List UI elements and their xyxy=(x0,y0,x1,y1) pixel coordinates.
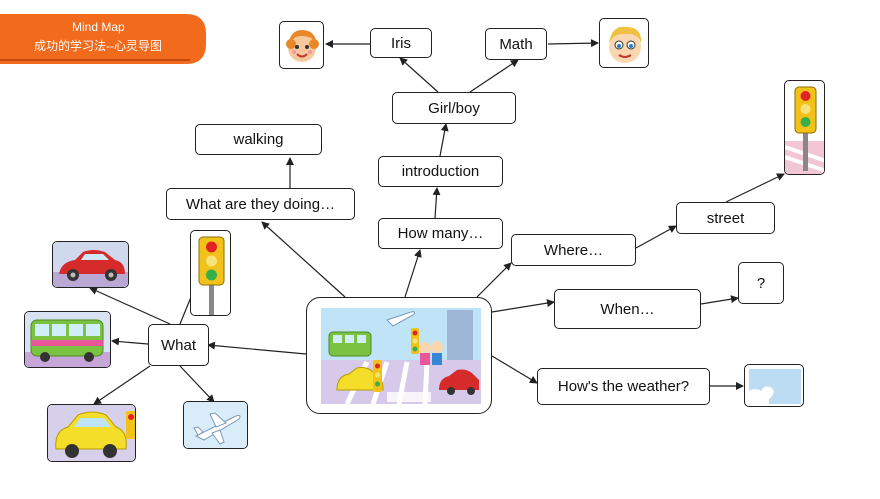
boy-face-icon xyxy=(609,26,642,63)
arrow-center-what xyxy=(207,341,307,355)
cloud-icon xyxy=(749,369,801,404)
node-walking[interactable]: walking xyxy=(195,124,322,155)
traffic-light-picture-left[interactable] xyxy=(190,230,231,316)
central-street-scene-picture[interactable] xyxy=(306,297,492,414)
arrow-what-buspic xyxy=(111,337,149,346)
node-where[interactable]: Where… xyxy=(511,234,636,266)
arrow-center-weather xyxy=(491,355,538,384)
car-picture[interactable] xyxy=(52,241,129,288)
arrow-center-howmany xyxy=(404,249,422,298)
arrow-what-taxipic xyxy=(93,365,151,405)
node-how-many[interactable]: How many… xyxy=(378,218,503,249)
node-weather[interactable]: How's the weather? xyxy=(537,368,710,405)
mind-map-banner xyxy=(0,14,206,64)
traffic-light-icon xyxy=(198,236,225,315)
arrow-when-question xyxy=(700,295,739,305)
girl-face-icon xyxy=(286,30,319,62)
boy-picture[interactable] xyxy=(599,18,649,68)
node-iris[interactable]: Iris xyxy=(370,28,432,58)
arrow-introduction-girlboy xyxy=(439,123,449,157)
green-bus-icon xyxy=(25,312,110,367)
traffic-light-picture-right[interactable] xyxy=(784,80,825,175)
arrow-girlboy-math xyxy=(469,59,519,93)
arrow-math-boypic xyxy=(547,39,599,48)
banner-subtitle: 成功的学习法--心灵导图 xyxy=(34,39,162,53)
arrow-what-carpic xyxy=(89,287,171,325)
arrow-center-whatdoing xyxy=(261,221,346,298)
street-scene-illustration xyxy=(321,308,481,406)
node-street[interactable]: street xyxy=(676,202,775,234)
girl-picture[interactable] xyxy=(279,21,324,69)
plane-picture[interactable] xyxy=(183,401,248,449)
cloud-picture[interactable] xyxy=(744,364,804,407)
yellow-taxi-icon xyxy=(48,405,135,461)
arrow-howmany-introduction xyxy=(432,187,441,219)
banner-title: Mind Map xyxy=(72,20,125,34)
node-girl-boy[interactable]: Girl/boy xyxy=(392,92,516,124)
red-car-icon xyxy=(53,242,128,287)
bus-picture[interactable] xyxy=(24,311,111,368)
traffic-light-icon xyxy=(785,86,824,174)
arrow-center-when xyxy=(491,299,555,313)
node-introduction[interactable]: introduction xyxy=(378,156,503,187)
banner-shape xyxy=(0,14,206,64)
airplane-icon xyxy=(184,402,247,448)
arrow-what-planepic xyxy=(179,365,215,403)
arrow-center-where xyxy=(476,262,512,298)
node-what-are-they-doing[interactable]: What are they doing… xyxy=(166,188,355,220)
node-what[interactable]: What xyxy=(148,324,209,366)
taxi-picture[interactable] xyxy=(47,404,136,462)
arrow-where-street xyxy=(635,225,677,249)
arrow-street-lightpic xyxy=(725,173,785,203)
node-question[interactable]: ? xyxy=(738,262,784,304)
arrow-girlboy-iris xyxy=(399,57,439,93)
node-math[interactable]: Math xyxy=(485,28,547,60)
node-when[interactable]: When… xyxy=(554,289,701,329)
